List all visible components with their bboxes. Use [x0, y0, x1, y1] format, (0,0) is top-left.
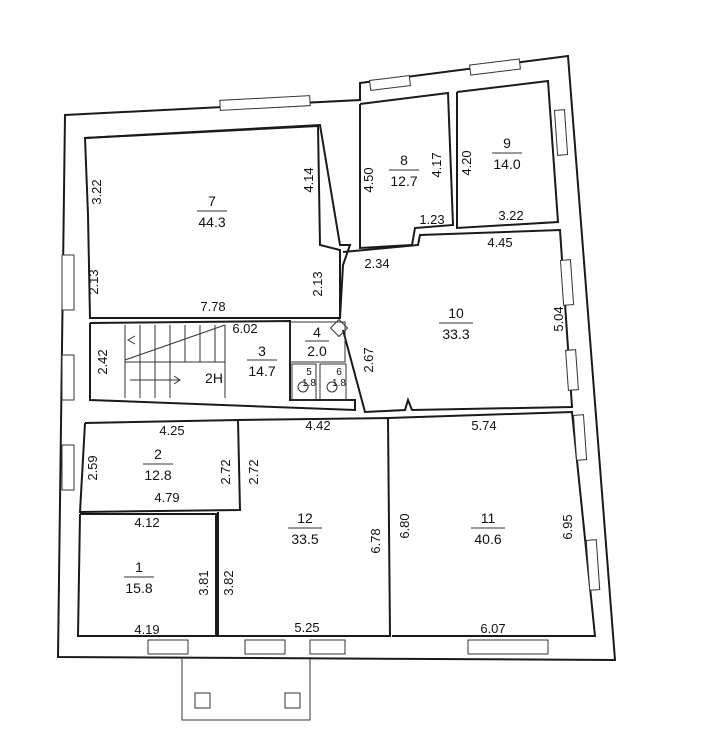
wc-block — [289, 318, 349, 401]
svg-text:4.20: 4.20 — [459, 150, 474, 175]
svg-text:33.5: 33.5 — [291, 531, 318, 547]
room-label-10: 10 33.3 — [439, 305, 473, 342]
room-7-walls — [84, 124, 341, 318]
room-9-walls — [456, 79, 560, 230]
svg-text:6.80: 6.80 — [397, 513, 412, 538]
svg-text:2.13: 2.13 — [86, 269, 101, 294]
svg-text:4.14: 4.14 — [301, 167, 316, 192]
svg-text:8: 8 — [400, 152, 408, 168]
svg-text:12.7: 12.7 — [390, 173, 417, 189]
room-label-5: 5 1.8 — [302, 367, 316, 389]
svg-text:5.25: 5.25 — [294, 620, 319, 635]
dimension-labels: 3.22 4.14 2.13 2.13 7.78 4.50 4.17 1.23 … — [85, 150, 575, 637]
room-12-walls — [217, 416, 392, 637]
svg-text:1: 1 — [135, 559, 143, 575]
room-8-walls — [359, 91, 455, 250]
svg-text:5: 5 — [306, 367, 312, 378]
svg-text:15.8: 15.8 — [125, 580, 152, 596]
room-label-7: 7 44.3 — [197, 193, 227, 230]
room-label-1: 1 15.8 — [124, 559, 154, 596]
svg-text:2.67: 2.67 — [361, 347, 376, 372]
svg-text:7.78: 7.78 — [200, 299, 225, 314]
svg-text:4.45: 4.45 — [487, 235, 512, 250]
svg-text:3: 3 — [258, 343, 266, 359]
svg-text:2.0: 2.0 — [307, 343, 327, 359]
svg-text:40.6: 40.6 — [474, 531, 501, 547]
svg-text:4: 4 — [313, 324, 321, 340]
svg-text:2.59: 2.59 — [85, 455, 100, 480]
svg-text:11: 11 — [481, 510, 496, 526]
room-2-walls — [78, 418, 242, 514]
svg-text:4.19: 4.19 — [134, 622, 159, 637]
room-1-walls — [76, 513, 217, 637]
svg-text:6.02: 6.02 — [232, 321, 257, 336]
svg-text:7: 7 — [208, 193, 216, 209]
svg-text:14.0: 14.0 — [493, 156, 520, 172]
room-11-walls — [387, 410, 597, 637]
svg-text:3.82: 3.82 — [221, 570, 236, 595]
svg-text:5.04: 5.04 — [551, 306, 566, 331]
svg-text:6.07: 6.07 — [480, 621, 505, 636]
svg-text:1.8: 1.8 — [332, 378, 346, 389]
stair-walls — [89, 319, 356, 412]
svg-text:6: 6 — [336, 367, 342, 378]
outer-wall — [56, 54, 617, 662]
svg-text:12.8: 12.8 — [144, 467, 171, 483]
svg-text:44.3: 44.3 — [198, 214, 225, 230]
room-label-2: 2 12.8 — [143, 446, 173, 483]
svg-text:4.79: 4.79 — [154, 490, 179, 505]
svg-text:2: 2 — [154, 446, 162, 462]
room-label-8: 8 12.7 — [389, 152, 419, 189]
svg-text:4.25: 4.25 — [159, 423, 184, 438]
svg-text:33.3: 33.3 — [442, 326, 469, 342]
svg-text:2.13: 2.13 — [310, 271, 325, 296]
room-label-11: 11 40.6 — [471, 510, 505, 547]
porch — [181, 657, 311, 721]
svg-text:3.22: 3.22 — [498, 208, 523, 223]
room-label-12: 12 33.5 — [288, 510, 322, 547]
svg-text:3.22: 3.22 — [89, 179, 104, 204]
svg-text:12: 12 — [297, 510, 313, 526]
svg-text:4.42: 4.42 — [305, 418, 330, 433]
stair-label: 2H — [205, 370, 223, 386]
svg-text:5.74: 5.74 — [471, 418, 496, 433]
inner-wall — [83, 123, 352, 319]
svg-text:4.17: 4.17 — [429, 152, 444, 177]
room-10-walls — [342, 228, 574, 414]
svg-text:2.42: 2.42 — [95, 349, 110, 374]
stair-treads — [124, 324, 226, 398]
svg-text:6.95: 6.95 — [560, 514, 575, 539]
room-label-9: 9 14.0 — [492, 135, 522, 172]
svg-text:2.72: 2.72 — [218, 459, 233, 484]
svg-text:6.78: 6.78 — [368, 528, 383, 553]
svg-text:1.23: 1.23 — [419, 212, 444, 227]
svg-text:4.50: 4.50 — [361, 167, 376, 192]
svg-text:14.7: 14.7 — [248, 363, 275, 379]
windows — [61, 58, 601, 655]
svg-text:2.34: 2.34 — [364, 256, 389, 271]
svg-text:1.8: 1.8 — [302, 378, 316, 389]
svg-text:10: 10 — [448, 305, 464, 321]
svg-text:2.72: 2.72 — [246, 459, 261, 484]
room-label-6: 6 1.8 — [332, 367, 346, 389]
svg-text:4.12: 4.12 — [134, 515, 159, 530]
svg-text:3.81: 3.81 — [196, 570, 211, 595]
svg-text:9: 9 — [503, 135, 511, 151]
room-label-4: 4 2.0 — [305, 324, 329, 359]
room-label-3: 3 14.7 — [247, 343, 277, 379]
